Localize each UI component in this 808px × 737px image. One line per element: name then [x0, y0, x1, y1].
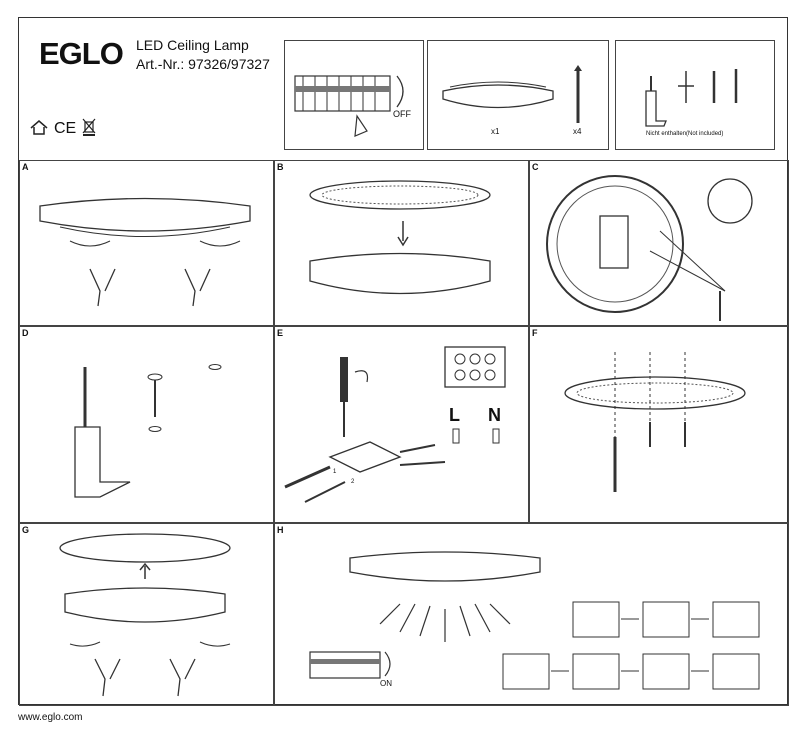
- tools-illustration: [645, 69, 738, 127]
- step-b-letter: B: [277, 162, 284, 172]
- step-g-letter: G: [22, 525, 30, 535]
- step-c-letter: C: [532, 162, 539, 172]
- switch-off-box: OFF: [284, 40, 424, 150]
- step-d-illustration: [74, 364, 222, 498]
- lamp-count: x1: [491, 127, 500, 136]
- tools-note: Nicht enthalten(Not included): [646, 131, 724, 137]
- certification-marks: CE: [29, 118, 97, 140]
- home-icon: [29, 119, 49, 139]
- on-label: ON: [380, 679, 392, 688]
- step-e-illustration: [284, 346, 506, 503]
- fuse-off-illustration: [294, 75, 404, 137]
- step-e-letter: E: [277, 328, 284, 338]
- brand-logo: EGLO: [39, 36, 124, 71]
- website-url[interactable]: www.eglo.com: [18, 712, 83, 723]
- step-h-letter: H: [277, 525, 284, 535]
- step-b-illustration: [309, 180, 491, 295]
- step-c-panel: C: [529, 160, 789, 326]
- step-g-panel: G: [19, 523, 274, 706]
- wire-live-label: L: [449, 405, 460, 425]
- step-g-illustration: [59, 533, 231, 697]
- step-a-illustration: [39, 197, 251, 307]
- step-d-letter: D: [22, 328, 29, 338]
- step-c-illustration: [546, 175, 753, 321]
- lamp-and-screws-illustration: [442, 65, 582, 123]
- ce-mark: CE: [54, 120, 77, 137]
- product-title-block: LED Ceiling Lamp Art.-Nr.: 97326/97327: [136, 36, 270, 74]
- step-d-panel: D: [19, 326, 274, 523]
- step-f-letter: F: [532, 328, 538, 338]
- instruction-sheet: EGLO LED Ceiling Lamp Art.-Nr.: 97326/97…: [18, 17, 789, 706]
- wire-number-2: 2: [351, 479, 355, 485]
- tools-box: Nicht enthalten(Not included): [615, 40, 775, 150]
- product-name: LED Ceiling Lamp: [136, 37, 249, 53]
- step-a-panel: A: [19, 160, 274, 326]
- step-b-panel: B: [274, 160, 529, 326]
- package-contents-box: x1 x4: [427, 40, 609, 150]
- step-f-panel: F: [529, 326, 789, 523]
- wire-neutral-label: N: [488, 405, 501, 425]
- off-label: OFF: [393, 109, 411, 119]
- step-f-illustration: [564, 352, 746, 492]
- wire-number-1: 1: [333, 469, 337, 475]
- step-h-illustration: [309, 551, 760, 690]
- screw-count: x4: [573, 127, 582, 136]
- step-a-letter: A: [22, 162, 29, 172]
- step-e-panel: E L N 1 2: [274, 326, 529, 523]
- article-number: Art.-Nr.: 97326/97327: [136, 56, 270, 72]
- weee-bin-icon: [81, 118, 97, 140]
- step-h-panel: H ON: [274, 523, 789, 706]
